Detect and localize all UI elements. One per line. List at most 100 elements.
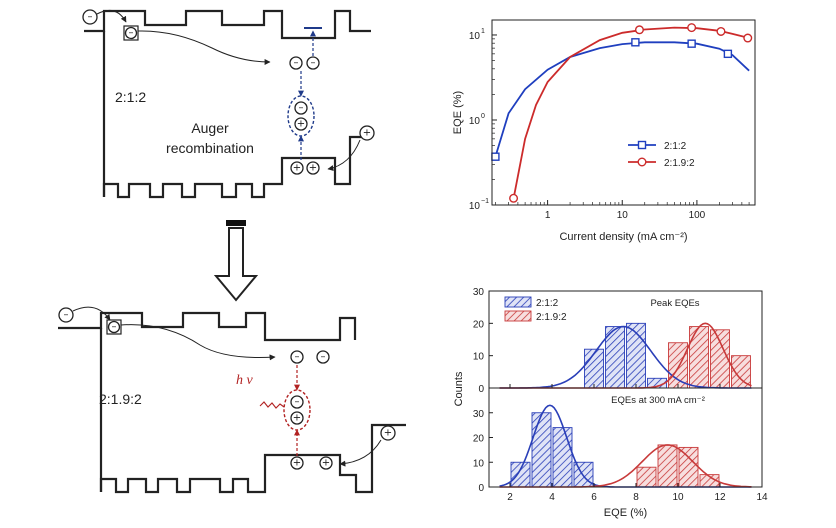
panel-0-series-1-bar-2 <box>710 329 730 389</box>
svg-text:–: – <box>88 12 93 23</box>
top-well-hole-1: + <box>290 161 304 175</box>
svg-text:+: + <box>309 163 317 174</box>
bottom-well-hole-1: + <box>290 456 304 470</box>
panel-1-series-1-bar-0 <box>636 466 657 488</box>
process-arrow <box>213 220 259 302</box>
svg-text:–: – <box>129 28 134 39</box>
plot-frame <box>491 19 756 206</box>
panel-0-y-tick-label-3: 30 <box>473 287 485 298</box>
bottom-well-electron-1: – <box>290 350 304 364</box>
svg-text:–: – <box>112 322 117 333</box>
hist-x-tick-label-6: 14 <box>756 492 768 503</box>
legend-marker-0 <box>637 140 647 150</box>
bottom-electron-transfer-arrow <box>120 324 276 361</box>
panel-0-series-1-bar-0 <box>668 342 688 389</box>
bottom-trapped-electron: – <box>106 319 122 335</box>
svg-text:–: – <box>299 103 304 114</box>
svg-text:+: + <box>293 163 301 174</box>
hist-x-tick-label-3: 8 <box>633 492 639 503</box>
bottom-injected-electron: – <box>58 307 74 323</box>
svg-text:+: + <box>384 428 392 439</box>
hist-x-tick-label-0: 2 <box>507 492 513 503</box>
bottom-injected-hole: + <box>380 425 396 441</box>
bottom-well-electron-2: – <box>316 350 330 364</box>
y-tick-exponent-0: −1 <box>481 198 489 205</box>
panel-0-series-0-bar-0 <box>584 348 604 389</box>
auger-caption-line1: Auger <box>191 120 229 136</box>
top-trapped-electron: – <box>123 25 139 41</box>
panel-0-annotation: Peak EQEs <box>650 298 699 309</box>
hist-x-tick-label-2: 6 <box>591 492 597 503</box>
svg-text:+: + <box>293 458 301 469</box>
bottom-hole-injection-arrow <box>339 439 382 467</box>
series-1-marker-1 <box>634 25 644 35</box>
y-tick-exponent-2: 1 <box>481 28 485 35</box>
series-0-marker-2 <box>687 39 696 48</box>
top-electron-transfer-arrow <box>137 30 271 65</box>
x-tick-label-1: 10 <box>617 210 629 221</box>
panel-0-series-1-bar-1 <box>689 326 709 389</box>
panel-0-y-tick-label-1: 10 <box>473 352 485 363</box>
panel-1-annotation: EQEs at 300 mA cm⁻² <box>611 395 705 406</box>
hist-x-tick-label-4: 10 <box>672 492 684 503</box>
y-axis-label: EQE (%) <box>452 91 464 134</box>
hist-frame <box>488 290 763 488</box>
bottom-ratio-label: 2:1.9:2 <box>99 391 142 407</box>
top-electron-injection-arrow <box>96 9 127 23</box>
legend-label-0: 2:1:2 <box>664 141 687 152</box>
x-tick-label-2: 100 <box>689 210 706 221</box>
legend-marker-1 <box>637 157 647 167</box>
legend-label-1: 2:1.9:2 <box>536 312 567 323</box>
svg-text:–: – <box>295 397 300 408</box>
y-tick-label-2: 10 <box>469 31 481 42</box>
panel-1-y-tick-label-3: 30 <box>473 409 485 420</box>
top-injected-electron: – <box>82 9 98 25</box>
y-tick-label-0: 10 <box>469 201 481 212</box>
bottom-valence-band-edge <box>99 423 406 494</box>
top-conduction-band-edge <box>84 9 371 40</box>
series-1-marker-2 <box>687 23 697 33</box>
svg-text:–: – <box>295 352 300 363</box>
svg-text:+: + <box>322 458 330 469</box>
photon-wave <box>259 401 285 409</box>
panel-0-y-tick-label-2: 20 <box>473 319 485 330</box>
top-well-electron-1: – <box>289 56 303 70</box>
series-0-marker-0 <box>491 152 500 161</box>
auger-diagram: 2:1:2 Auger recombination – – – – – + + … <box>82 9 375 199</box>
top-hole-injection-arrow <box>327 139 361 171</box>
series-0-marker-1 <box>631 38 640 47</box>
panel-1-series-0-bar-2 <box>552 427 573 488</box>
series-1-marker-0 <box>509 193 519 203</box>
series-0-marker-3 <box>723 49 733 59</box>
top-ratio-label: 2:1:2 <box>115 89 146 105</box>
panel-1-y-tick-label-1: 10 <box>473 458 485 469</box>
radiative-diagram: 2:1.9:2 – – – – – + h ν + + + <box>58 306 406 494</box>
legend-label-0: 2:1:2 <box>536 298 559 309</box>
series-1-marker-3 <box>716 26 726 36</box>
hist-x-tick-label-5: 12 <box>714 492 726 503</box>
svg-text:+: + <box>363 128 371 139</box>
y-tick-exponent-1: 0 <box>481 113 485 120</box>
panel-1-y-tick-label-2: 20 <box>473 434 485 445</box>
top-exciton-hole: + <box>294 117 308 131</box>
hist-x-tick-label-1: 4 <box>549 492 555 503</box>
series-line-0 <box>494 41 750 157</box>
series-line-1 <box>512 26 750 199</box>
auger-caption-line2: recombination <box>166 140 254 156</box>
panel-1-series-1-bar-1 <box>657 444 678 488</box>
svg-text:–: – <box>311 58 316 69</box>
svg-text:+: + <box>297 119 305 130</box>
y-tick-label-1: 10 <box>469 116 481 127</box>
bottom-exciton-electron: – <box>290 395 304 409</box>
legend-label-1: 2:1.9:2 <box>664 158 695 169</box>
svg-text:–: – <box>64 310 69 321</box>
top-exciton-electron: – <box>294 101 308 115</box>
hist-x-axis-label: EQE (%) <box>604 507 647 519</box>
panel-1-series-0-bar-0 <box>510 461 531 488</box>
bottom-electron-injection-arrow <box>72 306 111 321</box>
panel-1-series-0-bar-1 <box>531 412 552 488</box>
svg-text:+: + <box>293 413 301 424</box>
